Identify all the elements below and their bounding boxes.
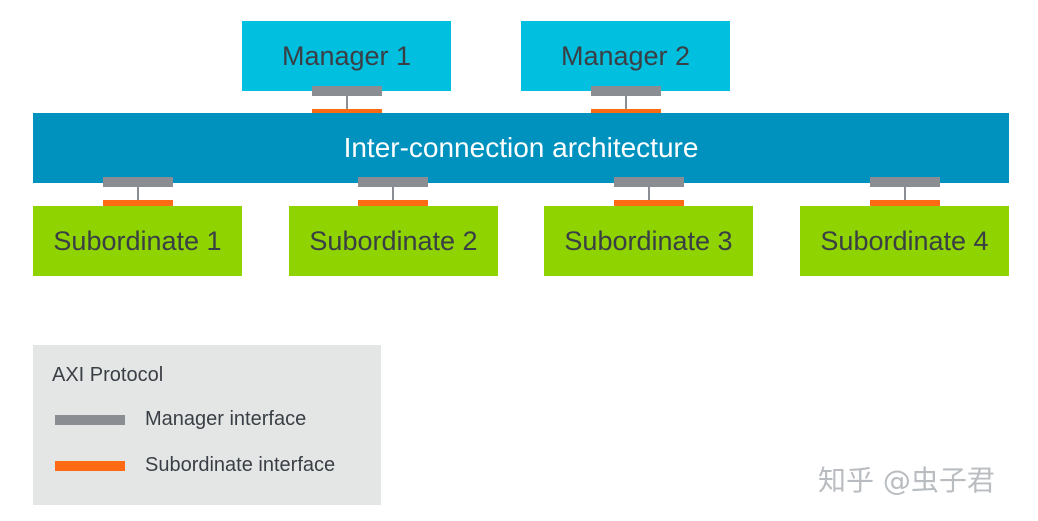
subordinate-1-subordinate-interface [103,200,173,210]
subordinate-3-subordinate-interface [614,200,684,210]
manager-2-box: Manager 2 [521,21,730,91]
subordinate-1-box: Subordinate 1 [33,206,242,276]
legend-item-subordinate-interface: Subordinate interface [55,454,335,477]
subordinate-3-manager-interface [614,177,684,187]
subordinate-2-label: Subordinate 2 [309,225,478,256]
interconnect-bus: Inter-connection architecture [33,113,1009,183]
interconnect-bus-label: Inter-connection architecture [343,132,699,163]
manager-2-manager-interface [591,86,661,96]
subordinate-1-manager-interface [103,177,173,187]
legend-swatch-subordinate-interface [55,460,125,471]
manager-1-label: Manager 1 [281,40,412,71]
manager-1-connector-stem [346,96,348,109]
legend-swatch-manager-interface [55,414,125,425]
subordinate-4-connector-stem [904,187,906,200]
subordinate-2-manager-interface [358,177,428,187]
subordinate-3-connector-stem [648,187,650,200]
subordinate-4-subordinate-interface [870,200,940,210]
manager-1-box: Manager 1 [242,21,451,91]
subordinate-1-label: Subordinate 1 [53,225,222,256]
manager-2-connector-stem [625,96,627,109]
subordinate-3-label: Subordinate 3 [564,225,733,256]
subordinate-2-subordinate-interface [358,200,428,210]
subordinate-2-box: Subordinate 2 [289,206,498,276]
subordinate-4-label: Subordinate 4 [820,225,989,256]
legend-title: AXI Protocol [52,364,164,386]
watermark: 知乎 @虫子君 [818,464,995,497]
subordinate-4-box: Subordinate 4 [800,206,1009,276]
manager-2-label: Manager 2 [560,40,691,71]
legend: AXI Protocol Manager interface Subordina… [33,345,381,505]
legend-label-subordinate-interface: Subordinate interface [145,454,336,476]
legend-item-manager-interface: Manager interface [55,408,306,431]
subordinate-3-box: Subordinate 3 [544,206,753,276]
legend-label-manager-interface: Manager interface [145,408,307,430]
subordinate-2-connector-stem [392,187,394,200]
subordinate-1-connector-stem [137,187,139,200]
manager-1-manager-interface [312,86,382,96]
subordinate-4-manager-interface [870,177,940,187]
